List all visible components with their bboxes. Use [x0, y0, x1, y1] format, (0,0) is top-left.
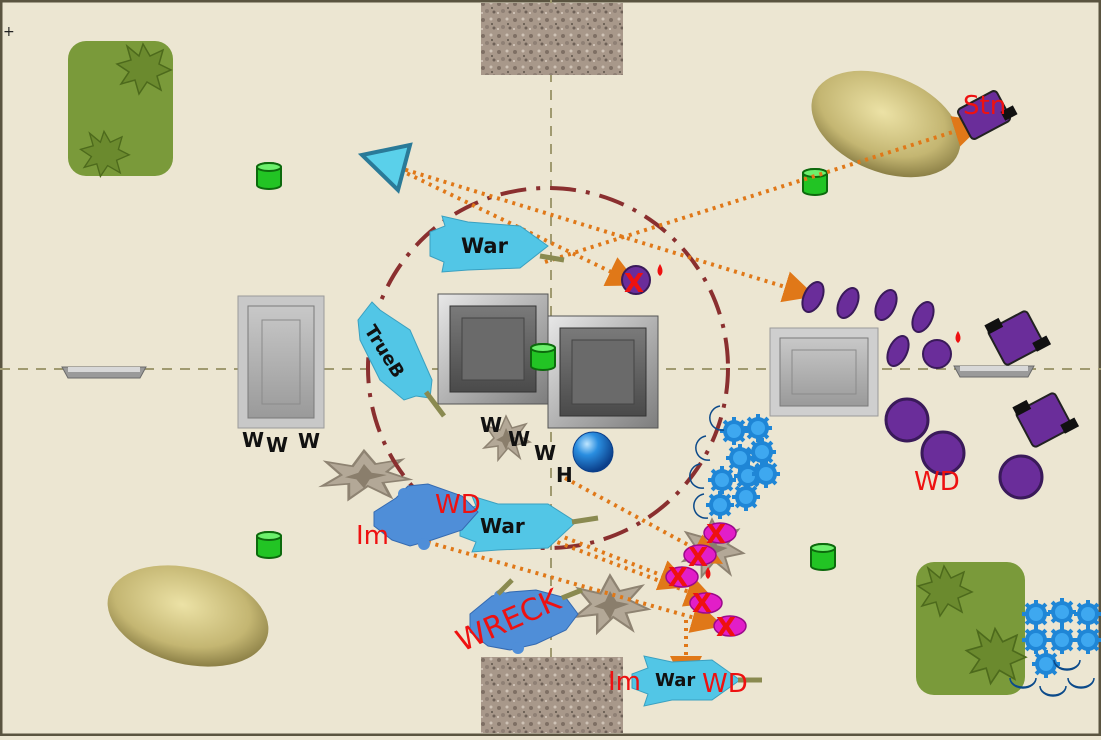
building-center-right [547, 315, 659, 429]
svg-text:H: H [556, 463, 573, 487]
forest-bottom-right [916, 562, 1027, 695]
wall-left [61, 366, 147, 379]
svg-text:WD: WD [914, 467, 960, 497]
svg-text:Im: Im [608, 667, 641, 697]
svg-text:X: X [716, 613, 736, 643]
blue-orb-icon[interactable] [572, 431, 614, 473]
friendly-war-mid[interactable] [459, 495, 599, 553]
corner-mark: + [3, 24, 15, 40]
svg-text:W: W [298, 429, 320, 453]
svg-text:X: X [706, 520, 726, 550]
friendly-trueb[interactable] [357, 301, 446, 418]
aura-zone-circle [366, 186, 730, 550]
hill-bottom-left [107, 565, 269, 667]
svg-text:Stn: Stn [963, 91, 1006, 121]
friendly-war-bottom[interactable] [631, 655, 762, 707]
objective-marker-icon[interactable] [810, 543, 836, 571]
wall-right [953, 365, 1035, 378]
svg-text:W: W [534, 441, 556, 465]
svg-text:WD: WD [702, 669, 748, 699]
svg-text:W: W [266, 433, 288, 457]
objective-marker-icon[interactable] [256, 531, 282, 559]
svg-text:W: W [508, 427, 530, 451]
svg-text:X: X [624, 269, 644, 299]
enemy-squad-large[interactable] [884, 397, 1044, 500]
casualty-bases [665, 522, 747, 637]
svg-text:War: War [480, 514, 525, 538]
building-center-left [437, 293, 549, 405]
friendly-war-top[interactable] [429, 215, 565, 273]
drop-marker-icon [955, 331, 961, 343]
objective-marker-icon[interactable] [530, 343, 556, 371]
svg-text:WD: WD [435, 490, 481, 520]
forest-top-left [68, 41, 173, 178]
enemy-crescents-center[interactable] [689, 405, 725, 519]
drop-marker-icon [705, 567, 711, 579]
building-right [769, 327, 879, 417]
drop-marker-icon [657, 264, 663, 276]
svg-text:X: X [668, 563, 688, 593]
enemy-squad-ovals[interactable] [621, 265, 952, 369]
svg-text:War: War [461, 234, 509, 258]
building-left-tall [237, 295, 325, 429]
objective-marker-icon[interactable] [256, 162, 282, 190]
casualty-x-markers: X X X X X X [624, 269, 736, 643]
friendly-wreck-unit[interactable] [469, 578, 583, 654]
svg-text:W: W [242, 428, 264, 452]
enemy-crescents-corner[interactable] [1009, 659, 1095, 697]
triangle-marker-icon[interactable] [357, 142, 413, 194]
gravel-patch-bottom [481, 657, 623, 733]
svg-text:X: X [692, 589, 712, 619]
gravel-patch-top [481, 3, 623, 75]
svg-text:X: X [688, 543, 708, 573]
hill-top-right [811, 70, 961, 178]
friendly-im-unit[interactable] [373, 483, 479, 550]
objective-marker-icon[interactable] [802, 168, 828, 196]
enemy-vehicle-right-2[interactable] [1012, 392, 1080, 448]
svg-text:W: W [480, 413, 502, 437]
enemy-vehicle-right-1[interactable] [984, 310, 1052, 366]
svg-text:War: War [655, 670, 695, 691]
svg-text:Im: Im [356, 521, 389, 551]
enemy-vehicle-stn[interactable] [957, 90, 1018, 141]
